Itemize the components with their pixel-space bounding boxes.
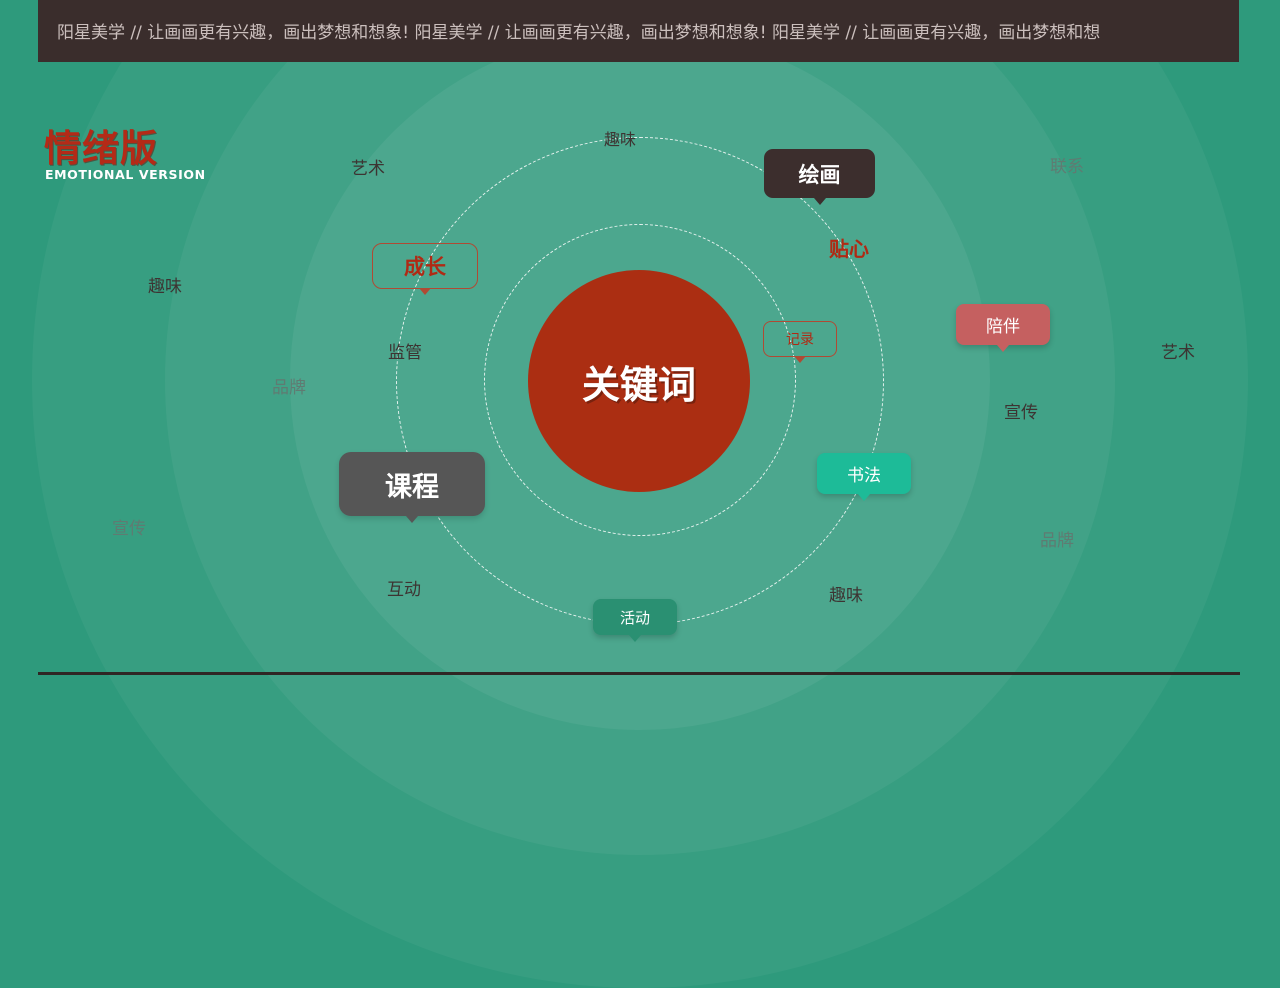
word-xuanchuan-right: 宣传 [1004,403,1038,423]
top-banner: 阳星美学 // 让画画更有兴趣，画出梦想和想象! 阳星美学 // 让画画更有兴趣… [38,0,1239,62]
title-cn: 情绪版 [44,127,158,170]
title-en: EMOTIONAL VERSION [45,167,206,182]
word-xuanchuan-left: 宣传 [112,519,146,539]
bubble-peiban: 陪伴 [956,304,1050,352]
word-quwei-left: 趣味 [148,277,182,297]
bubble-chengzhang: 成长 [372,243,478,295]
center-keyword-circle: 关键词 [528,270,750,492]
bubble-huihua: 绘画 [764,149,875,205]
word-pinpai-left: 品牌 [272,378,306,398]
word-quwei-top: 趣味 [604,130,637,149]
word-hudong: 互动 [387,580,421,600]
dashed-orbit-inner [484,224,796,536]
word-quwei-bottom: 趣味 [829,586,863,606]
word-yishu-left: 艺术 [351,159,385,179]
bubble-kecheng: 课程 [339,452,485,523]
bubble-huodong: 活动 [593,599,677,642]
word-jianguan: 监管 [388,343,422,363]
bubble-shufa: 书法 [817,453,911,501]
center-label: 关键词 [581,362,696,407]
word-yishu-right: 艺术 [1161,343,1195,363]
word-tiexin: 贴心 [829,237,869,261]
bubble-jilu: 记录 [763,321,837,363]
word-lianxi: 联系 [1050,157,1084,177]
bottom-divider [38,672,1240,675]
banner-text: 阳星美学 // 让画画更有兴趣，画出梦想和想象! 阳星美学 // 让画画更有兴趣… [57,23,1101,43]
word-pinpai-right: 品牌 [1040,531,1074,551]
